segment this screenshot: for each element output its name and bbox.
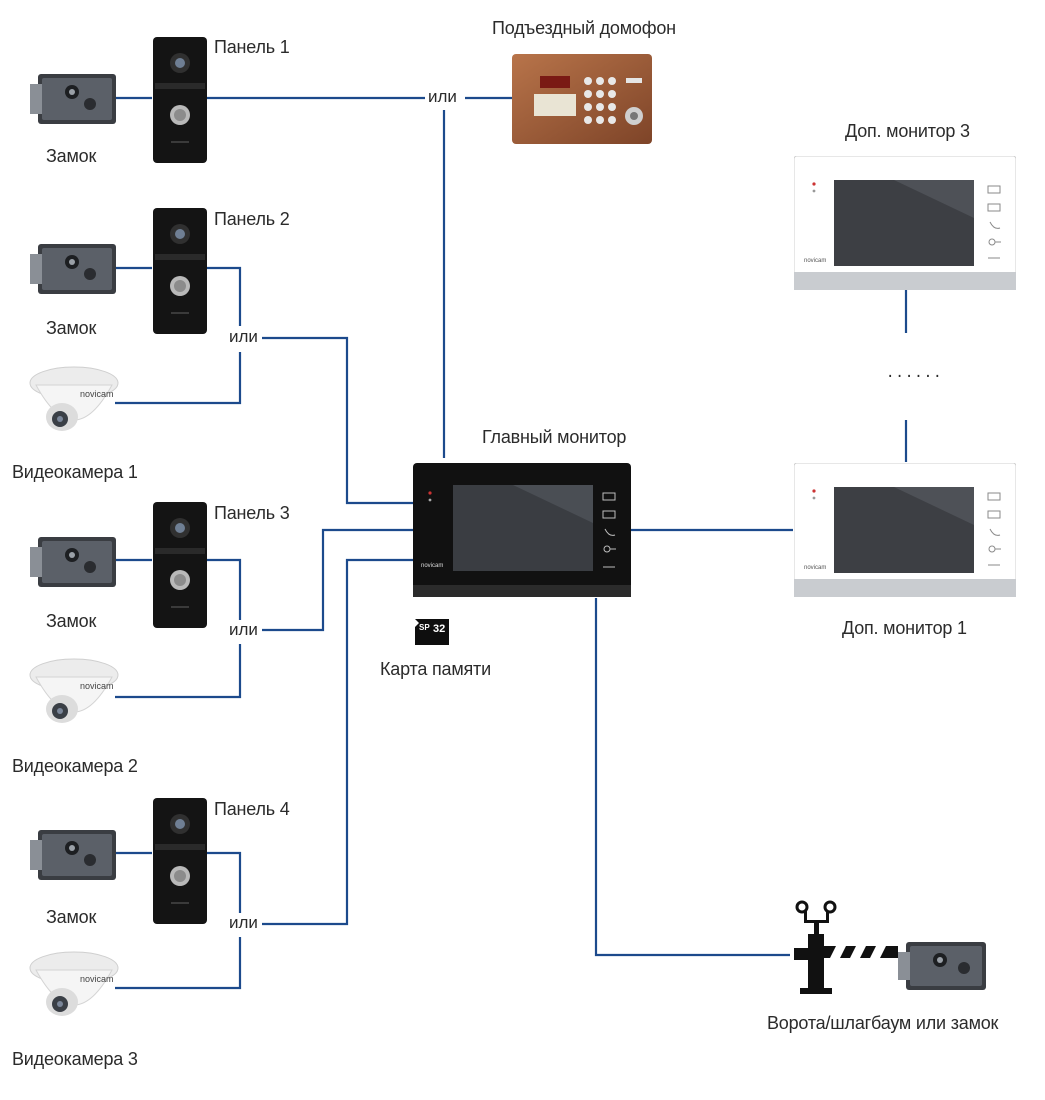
camera-label-2: Видеокамера 2 [12,756,138,776]
barrier-icon [794,900,898,994]
main-monitor-brand: novicam [421,563,443,569]
gate-lock [898,938,988,999]
ext-monitor-1: novicam [793,462,1017,602]
or-label-panel-3: или [226,620,261,640]
lock-device-3 [30,533,118,596]
lock-icon [30,537,116,587]
ext-monitor-1-label: Доп. монитор 1 [842,618,967,638]
ext-monitor-1-brand: novicam [804,565,826,571]
panel-label-3: Панель 3 [214,503,290,523]
lock-device-1 [30,70,118,133]
ext-monitor-3: novicam [793,155,1017,295]
door-panel-icon [153,798,207,924]
panel-label-2: Панель 2 [214,209,290,229]
panel-label-4: Панель 4 [214,799,290,819]
sd-card-icon: SP 32 [415,619,449,645]
memory-card: SP 32 [413,617,453,652]
lock-icon [30,74,116,124]
entrance-intercom [512,54,652,149]
monitor-icon: novicam [793,462,1017,597]
door-panel-icon [153,502,207,628]
ellipsis: ...... [886,365,943,381]
door-panel-1 [153,37,207,168]
door-panel-4 [153,798,207,929]
dome-camera-3: novicam [28,950,120,1033]
lock-label-2: Замок [46,318,97,338]
intercom-icon [512,54,652,144]
sd-card-capacity: 32 [433,623,445,635]
dome-camera-icon: novicam [29,658,119,723]
panel-label-1: Панель 1 [214,37,290,57]
gate-label: Ворота/шлагбаум или замок [767,1013,999,1033]
lock-label-3: Замок [46,611,97,631]
lock-icon [30,830,116,880]
door-panel-icon [153,37,207,163]
door-panel-2 [153,208,207,339]
camera-brand: novicam [80,974,114,984]
lock-icon [30,244,116,294]
ext-monitor-3-brand: novicam [804,258,826,264]
sd-card-brand: SP [419,623,430,632]
dome-camera-1: novicam [28,365,120,448]
camera-label-1: Видеокамера 1 [12,462,138,482]
camera-brand: novicam [80,681,114,691]
camera-brand: novicam [80,389,114,399]
memory-card-label: Карта памяти [380,659,491,679]
ext-monitor-3-label: Доп. монитор 3 [845,121,970,141]
lock-icon [898,942,986,990]
door-panel-icon [153,208,207,334]
monitor-icon: novicam [413,463,631,597]
or-label-panel-4: или [226,913,261,933]
dome-camera-icon: novicam [29,366,119,431]
lock-label-1: Замок [46,146,97,166]
entrance-intercom-label: Подъездный домофон [492,18,676,38]
or-label-panel-2: или [226,327,261,347]
dome-camera-icon: novicam [29,951,119,1016]
or-label-panel-1: или [425,87,460,107]
main-monitor: novicam [413,463,631,604]
lock-label-4: Замок [46,907,97,927]
main-monitor-label: Главный монитор [482,427,627,447]
lock-device-4 [30,826,118,889]
door-panel-3 [153,502,207,633]
camera-label-3: Видеокамера 3 [12,1049,138,1069]
barrier [790,898,900,1003]
monitor-icon: novicam [793,155,1017,290]
lock-device-2 [30,240,118,303]
dome-camera-2: novicam [28,657,120,740]
